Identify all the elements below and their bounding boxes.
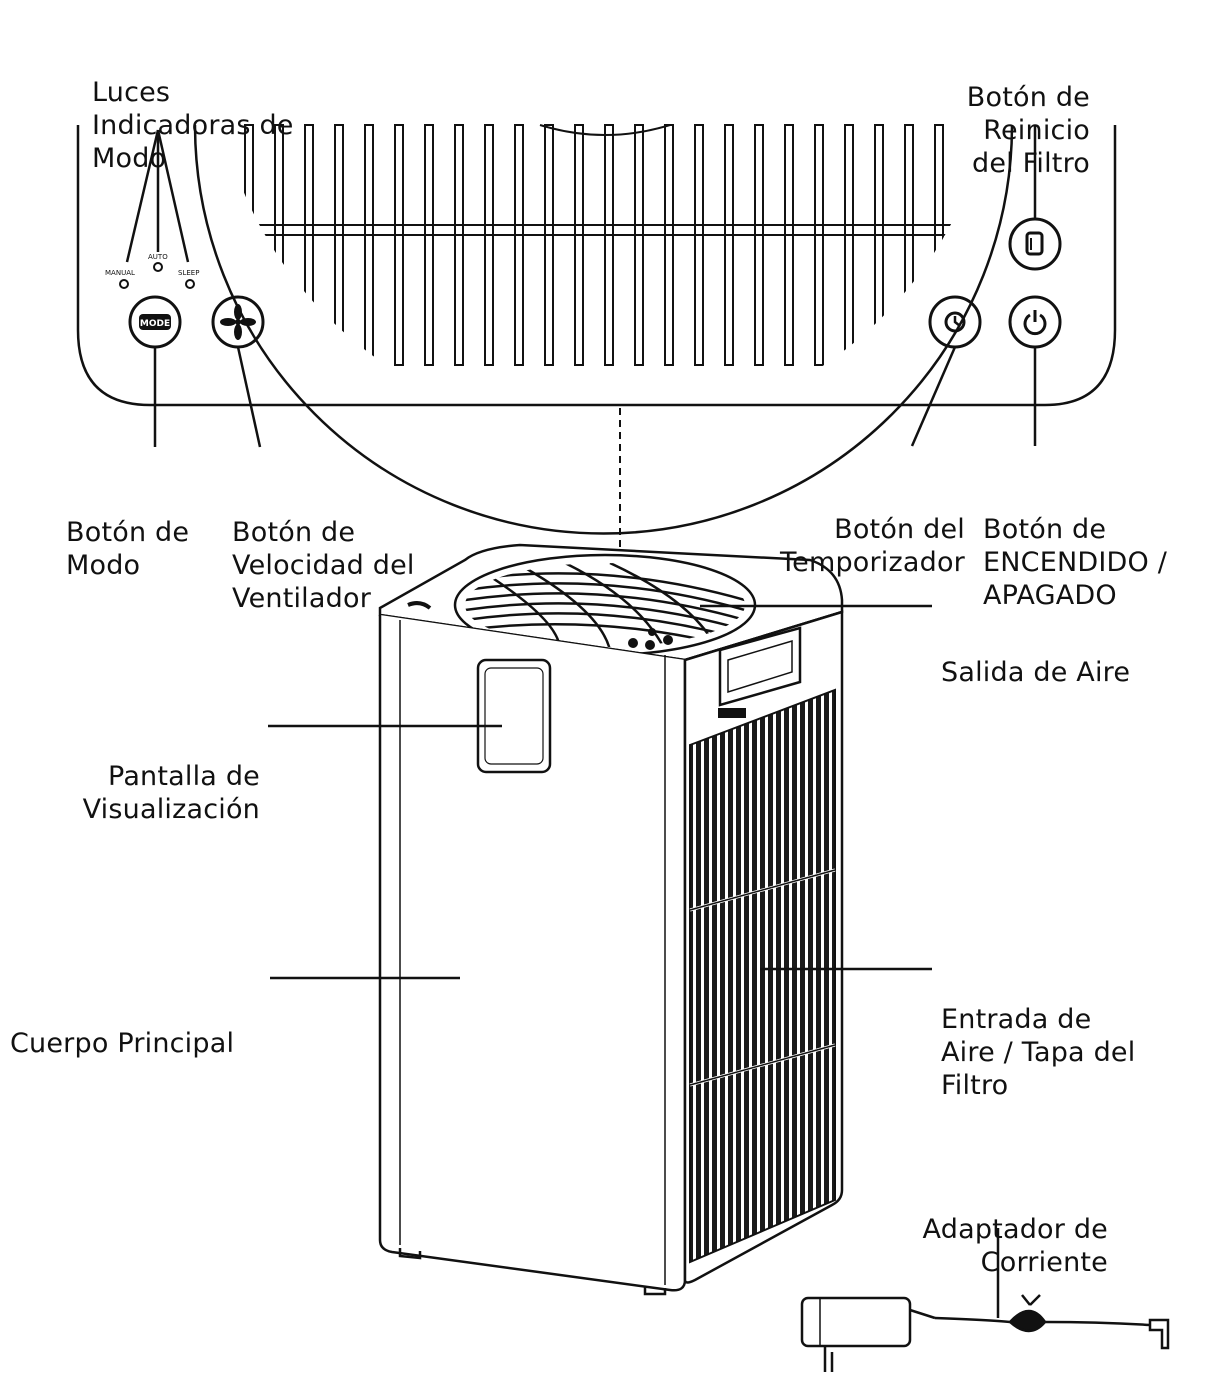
- led-sleep: [185, 279, 195, 289]
- fan-icon: [220, 304, 256, 340]
- purifier-unit: [378, 543, 844, 1296]
- label-main-body: Cuerpo Principal: [10, 1028, 235, 1059]
- led-label-manual: MANUAL: [105, 269, 135, 277]
- led-label-sleep: SLEEP: [178, 269, 199, 277]
- led-manual: [119, 279, 129, 289]
- air-inlet-grille: [689, 688, 836, 1264]
- led-label-auto: AUTO: [148, 253, 168, 261]
- leader-lines: [268, 604, 1000, 1318]
- cable-bundle: [1008, 1309, 1047, 1333]
- control-panel-closeup: [76, 124, 1117, 535]
- display-screen: [476, 658, 552, 774]
- clock-icon: [944, 311, 966, 333]
- fan-grille-closeup: [230, 124, 980, 366]
- power-icon: [1023, 313, 1047, 336]
- filter-reset-button-closeup: [1008, 217, 1062, 271]
- mode-key-label: MODE: [140, 319, 170, 329]
- led-auto: [153, 262, 163, 272]
- filter-icon: [1025, 231, 1044, 256]
- label-air-outlet: Salida de Aire: [941, 657, 1131, 688]
- power-adapter-drawing: [800, 1294, 1170, 1372]
